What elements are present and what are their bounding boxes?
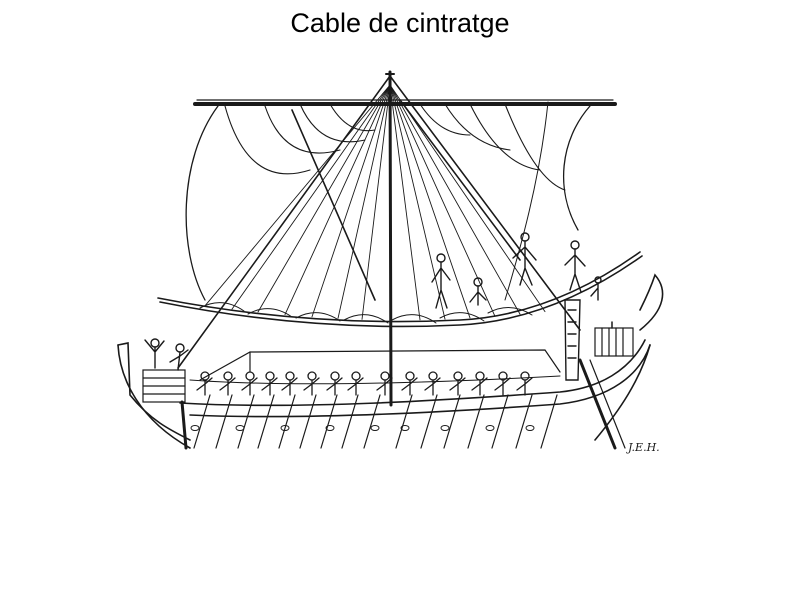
rigging-line: [204, 84, 391, 307]
steering-post: [564, 299, 626, 450]
rigging-line: [361, 84, 391, 320]
rower: [449, 371, 466, 396]
rigging-line: [257, 84, 391, 313]
oar: [443, 394, 461, 449]
oar: [420, 394, 438, 449]
oar: [467, 394, 485, 449]
oar: [320, 394, 338, 449]
hull: [117, 273, 664, 450]
rower: [261, 371, 278, 396]
oar-port: [400, 425, 410, 431]
rower: [516, 371, 533, 396]
oar-ports: [190, 425, 535, 431]
rower: [219, 371, 236, 396]
oar-port: [325, 425, 335, 431]
mast: [385, 70, 395, 407]
oar-port: [280, 425, 290, 431]
yard-crew: [431, 232, 602, 309]
rigging-line: [389, 84, 521, 315]
sail: [185, 101, 591, 301]
oar: [278, 394, 296, 449]
rigging-line: [311, 84, 391, 318]
upper-yard: [193, 99, 617, 106]
oar-port: [235, 425, 245, 431]
rigging-line: [284, 84, 391, 316]
oar: [193, 394, 211, 449]
oar-port: [370, 425, 380, 431]
rower: [281, 371, 298, 396]
rower: [196, 371, 213, 396]
oar-port: [525, 425, 535, 431]
sail-festoons: [224, 103, 566, 191]
rower: [471, 371, 488, 396]
rigging-line: [389, 84, 471, 319]
rower: [326, 371, 343, 396]
oar: [215, 394, 233, 449]
rower: [241, 371, 258, 396]
oar: [515, 394, 533, 449]
oar: [395, 394, 413, 449]
rower: [401, 371, 418, 396]
rigging-line: [389, 84, 421, 321]
oar: [363, 394, 381, 449]
rower: [376, 371, 393, 396]
oar-port: [190, 425, 200, 431]
rigging-line: [389, 84, 546, 313]
oar: [237, 394, 255, 449]
rigging-fan: [204, 84, 546, 321]
rower: [303, 371, 320, 396]
page-title: Cable de cintratge: [290, 8, 510, 38]
rigging-line: [389, 84, 446, 320]
bow-castle: [594, 321, 634, 357]
rigging-line: [231, 84, 391, 310]
oar: [341, 394, 359, 449]
rigging-line: [389, 84, 496, 317]
deck-house: [199, 349, 561, 381]
stays: [177, 75, 581, 369]
rigging-line: [337, 84, 391, 319]
oar-port: [440, 425, 450, 431]
artist-signature: J.E.H.: [626, 441, 660, 454]
rower: [494, 371, 511, 396]
oar: [257, 394, 275, 449]
oar: [491, 394, 509, 449]
stern-castle: [142, 338, 189, 403]
lower-yard: [157, 251, 643, 328]
rower: [424, 371, 441, 396]
rowers: [196, 371, 533, 396]
oar-port: [485, 425, 495, 431]
lower-yard-bundles: [199, 302, 533, 324]
oars: [193, 394, 558, 449]
oar: [540, 394, 558, 449]
oar: [299, 394, 317, 449]
rower: [347, 371, 364, 396]
